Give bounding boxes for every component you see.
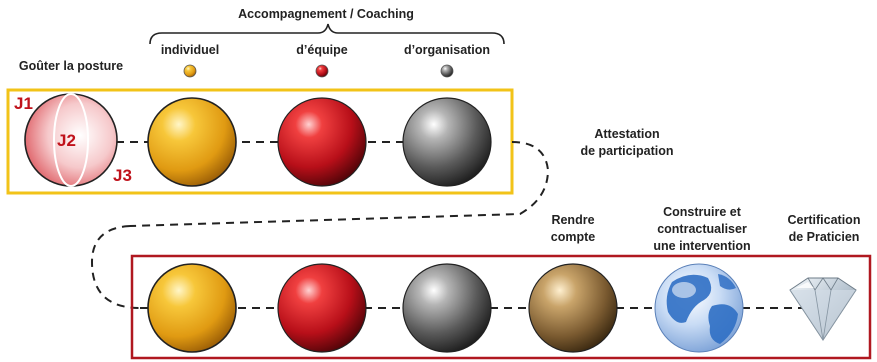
diamond-icon — [789, 277, 857, 341]
bottom-frame — [130, 254, 872, 360]
gold-small-ball — [183, 64, 197, 78]
construire-label-3: une intervention — [653, 239, 751, 253]
certification-label-2: de Praticien — [788, 230, 860, 244]
grey-small-ball — [440, 64, 454, 78]
gold-sphere-top — [147, 97, 237, 187]
globe-icon — [654, 263, 744, 353]
red-sphere-bottom — [277, 263, 367, 353]
attestation-label-1: Attestation — [594, 127, 660, 141]
certification-label-1: Certification — [787, 213, 861, 227]
j1-label: J1 — [14, 94, 33, 113]
construire-label-1: Construire et — [663, 205, 741, 219]
gouter-posture-label: Goûter la posture — [18, 59, 124, 73]
right-curve-connector — [129, 141, 550, 227]
rendre-compte-label-1: Rendre — [551, 213, 595, 227]
grey-sphere-bottom — [402, 263, 492, 353]
header-brace — [149, 23, 505, 45]
column-equipe: d’équipe — [296, 43, 348, 57]
coaching-title: Accompagnement / Coaching — [238, 7, 414, 21]
left-curve-connector — [90, 225, 141, 309]
red-small-ball — [315, 64, 329, 78]
grey-sphere-top — [402, 97, 492, 187]
j2-label: J2 — [57, 131, 76, 150]
rendre-compte-label-2: compte — [550, 230, 596, 244]
bronze-sphere-bottom — [528, 263, 618, 353]
gold-sphere-bottom — [147, 263, 237, 353]
posture-sphere — [24, 93, 118, 187]
column-organisation: d’organisation — [403, 43, 491, 57]
construire-label-2: contractualiser — [657, 222, 747, 236]
attestation-label-2: de participation — [580, 144, 674, 158]
red-sphere-top — [277, 97, 367, 187]
j3-label: J3 — [113, 166, 132, 185]
column-individuel: individuel — [160, 43, 220, 57]
